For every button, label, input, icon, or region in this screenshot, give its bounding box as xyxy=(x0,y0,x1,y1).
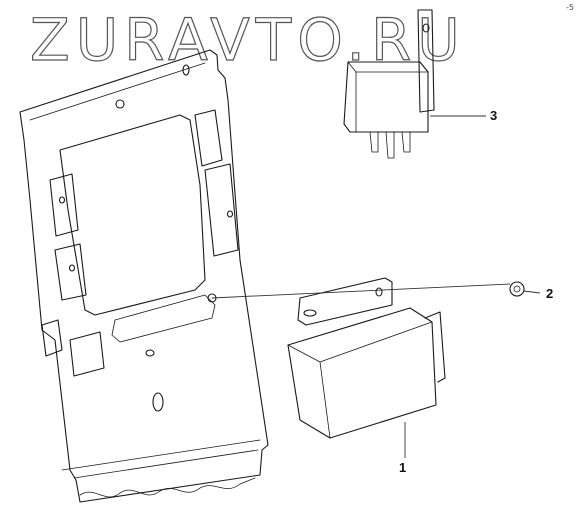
corner-mark: -5 xyxy=(566,3,574,12)
mounting-bracket xyxy=(19,49,269,503)
leader-line-to-bracket xyxy=(211,283,511,299)
callout-3: 3 xyxy=(490,108,497,123)
watermark-text: ZURAVTO.RU xyxy=(30,6,466,74)
leader-line-2 xyxy=(523,290,541,294)
relay-part-3 xyxy=(343,9,435,159)
nut-part-2 xyxy=(509,281,525,297)
callout-1: 1 xyxy=(399,460,406,475)
control-unit-part-1 xyxy=(287,277,446,439)
callout-2: 2 xyxy=(546,286,553,301)
